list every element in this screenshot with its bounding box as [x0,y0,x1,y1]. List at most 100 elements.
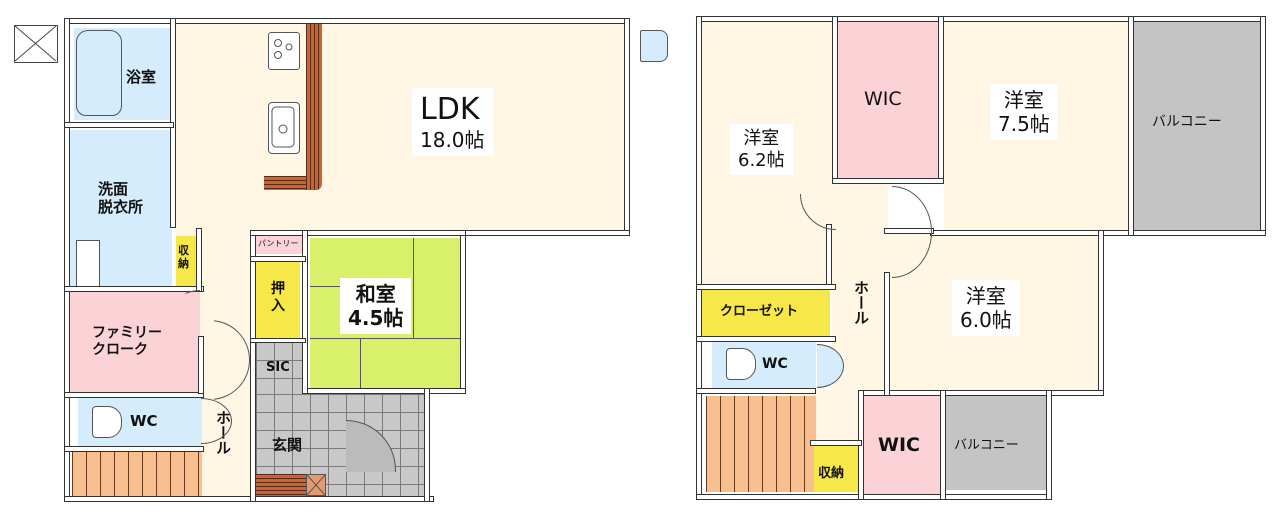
wall [64,446,204,452]
wall [930,230,1266,236]
western-6-2-label: 洋室 6.2帖 [730,124,793,176]
wall [696,16,1266,22]
room-storage-small [176,236,196,286]
void-box-icon [14,25,58,63]
room-wc-2f [712,342,816,388]
tatami-divider [310,286,360,287]
bath-label: 浴室 [126,68,157,86]
family-closet-label: ファミリー クローク [92,325,162,358]
wall [64,392,204,398]
wall [250,256,306,262]
wall [696,388,816,394]
wall [1128,16,1134,236]
bathtub-icon [76,30,122,116]
stairs-1f [72,452,202,498]
wall [938,16,944,182]
room-hall-2f-lower [770,390,860,492]
wall [696,494,1052,500]
wall [64,18,70,502]
sic-label: SIC [266,360,290,375]
wall [696,284,836,290]
entry-step [256,474,306,496]
room-storage-2f [814,446,858,492]
wall [624,18,630,236]
kitchen-counter-vertical [306,24,322,190]
wic-bottom-label: WIC [878,434,920,456]
wall [1098,230,1104,396]
room-oshiire [256,262,300,338]
western-6-0-label: 洋室 6.0帖 [952,280,1020,336]
wall [810,440,862,446]
kitchen-counter-horizontal [264,176,306,190]
wall [424,388,430,502]
wall [250,230,256,502]
tatami-divider [360,338,361,388]
stove-icon [268,32,300,70]
room-closet [702,290,830,336]
wall [64,18,630,24]
floor-plan-1f: 浴室 洗面 脱衣所 収 納 ファミリー クローク WC ホール LDK 18.0… [14,18,668,502]
toilet-icon [726,348,756,380]
room-pantry [256,236,302,254]
wall [64,496,434,502]
wc-1f-label: WC [130,412,158,430]
wall [460,230,466,392]
room-sic [256,342,302,394]
wall [250,338,306,343]
wall [304,388,466,394]
door-swing [817,344,844,388]
tatami-divider [310,338,460,339]
wall [858,390,864,500]
room-ldk [176,22,628,230]
room-wic-bottom [864,394,940,494]
wall [884,228,934,234]
wall [884,272,890,396]
room-western-7-5 [944,22,1130,230]
outdoor-unit-icon [640,30,668,62]
wall [198,336,204,394]
toilet-icon [92,406,122,438]
wc-2f-label: WC [762,356,788,372]
door-swing [185,290,200,326]
wall [302,230,308,394]
wall [832,178,944,184]
washroom-label: 洗面 脱衣所 [98,180,144,216]
wall [696,336,836,342]
door-swing [892,186,932,278]
oshiire-label: 押 入 [271,281,285,314]
wall [940,390,946,500]
wall [64,122,174,128]
sink-icon [268,102,300,154]
western-7-5-label: 洋室 7.5帖 [990,84,1058,140]
wall [1046,390,1052,500]
stairs-2f [706,396,816,492]
shoe-box-icon [306,474,326,496]
wall [1260,16,1266,236]
balcony-top-label: バルコニー [1152,114,1222,130]
closet-label: クローゼット [720,304,799,319]
balcony-bottom-label: バルコニー [954,438,1019,453]
room-balcony-top [1134,22,1260,230]
room-genkan [256,394,428,498]
room-western-6-0 [888,234,1098,392]
genkan-label: 玄関 [272,436,303,454]
washitsu-label: 和室 4.5帖 [340,278,412,334]
wic-top-label: WIC [864,88,902,110]
tatami-divider [413,238,414,338]
wall [250,230,466,236]
washbasin-icon [76,240,100,287]
wall [460,230,630,236]
room-family-closet [68,292,200,394]
wall [64,286,204,292]
wall [196,228,202,292]
ldk-label: LDK 18.0帖 [412,88,493,156]
room-hall-2f [832,182,888,492]
hall-2f-label: ホール [852,280,870,325]
wall [858,390,1104,396]
wall [832,16,838,182]
room-western-6-2 [702,22,832,284]
room-balcony-bottom [946,394,1046,490]
room-wic-top [838,22,938,182]
pantry-label: パントリー [258,239,299,248]
storage-2f-label: 収納 [818,466,845,481]
